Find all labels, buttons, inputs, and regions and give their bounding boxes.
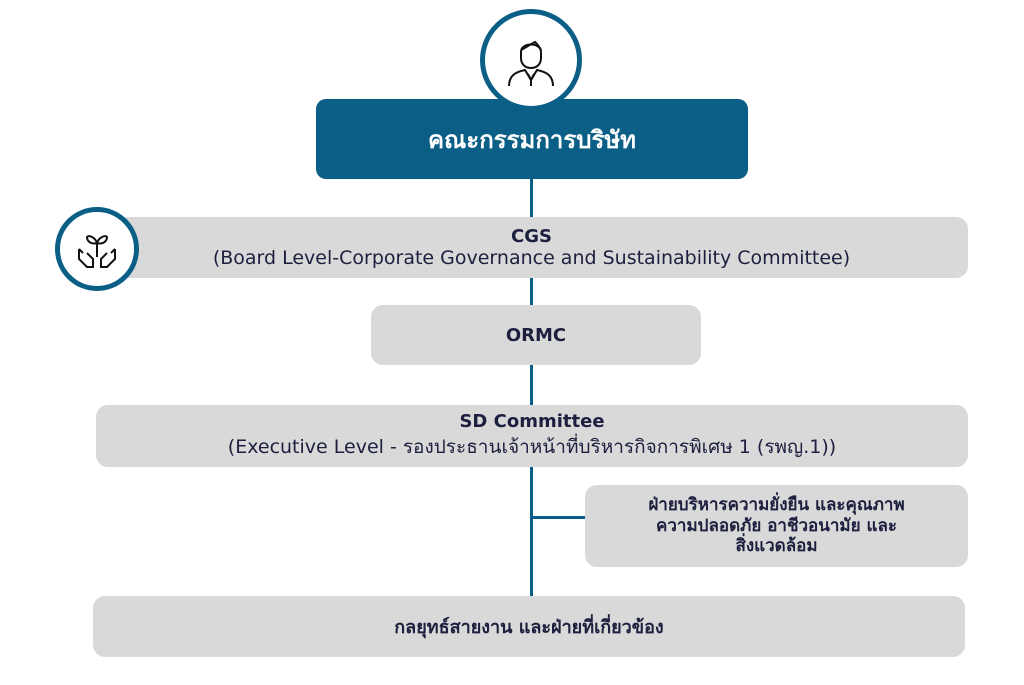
ormc-box: ORMC — [371, 305, 701, 365]
cgs-title: CGS — [511, 226, 552, 247]
board-box: คณะกรรมการบริษัท — [316, 99, 748, 179]
dept-line-1: ฝ่ายบริหารความยั่งยืน และคุณภาพ — [648, 495, 905, 516]
plant-hands-icon — [78, 235, 116, 268]
board-icon-circle — [480, 9, 582, 111]
bottom-title: กลยุทธ์สายงาน และฝ่ายที่เกี่ยวข้อง — [394, 617, 664, 638]
sd-subtitle: (Executive Level - รองประธานเจ้าหน้าที่บ… — [227, 435, 837, 458]
connector-vertical — [530, 170, 533, 598]
sd-box: SD Committee (Executive Level - รองประธา… — [96, 405, 968, 467]
dept-line-3: สิ่งแวดล้อม — [735, 536, 818, 557]
dept-line-2: ความปลอดภัย อาชีวอนามัย และ — [655, 515, 898, 536]
cgs-box: CGS (Board Level-Corporate Governance an… — [95, 217, 968, 278]
board-title: คณะกรรมการบริษัท — [427, 125, 636, 154]
businessman-icon — [508, 40, 554, 87]
sustainability-dept-box: ฝ่ายบริหารความยั่งยืน และคุณภาพ ความปลอด… — [585, 485, 968, 567]
connector-branch — [531, 516, 587, 519]
ormc-title: ORMC — [505, 324, 567, 346]
sd-title: SD Committee — [459, 410, 605, 432]
cgs-subtitle: (Board Level-Corporate Governance and Su… — [212, 247, 851, 269]
cgs-icon-circle — [55, 207, 139, 291]
bottom-box: กลยุทธ์สายงาน และฝ่ายที่เกี่ยวข้อง — [93, 596, 965, 657]
